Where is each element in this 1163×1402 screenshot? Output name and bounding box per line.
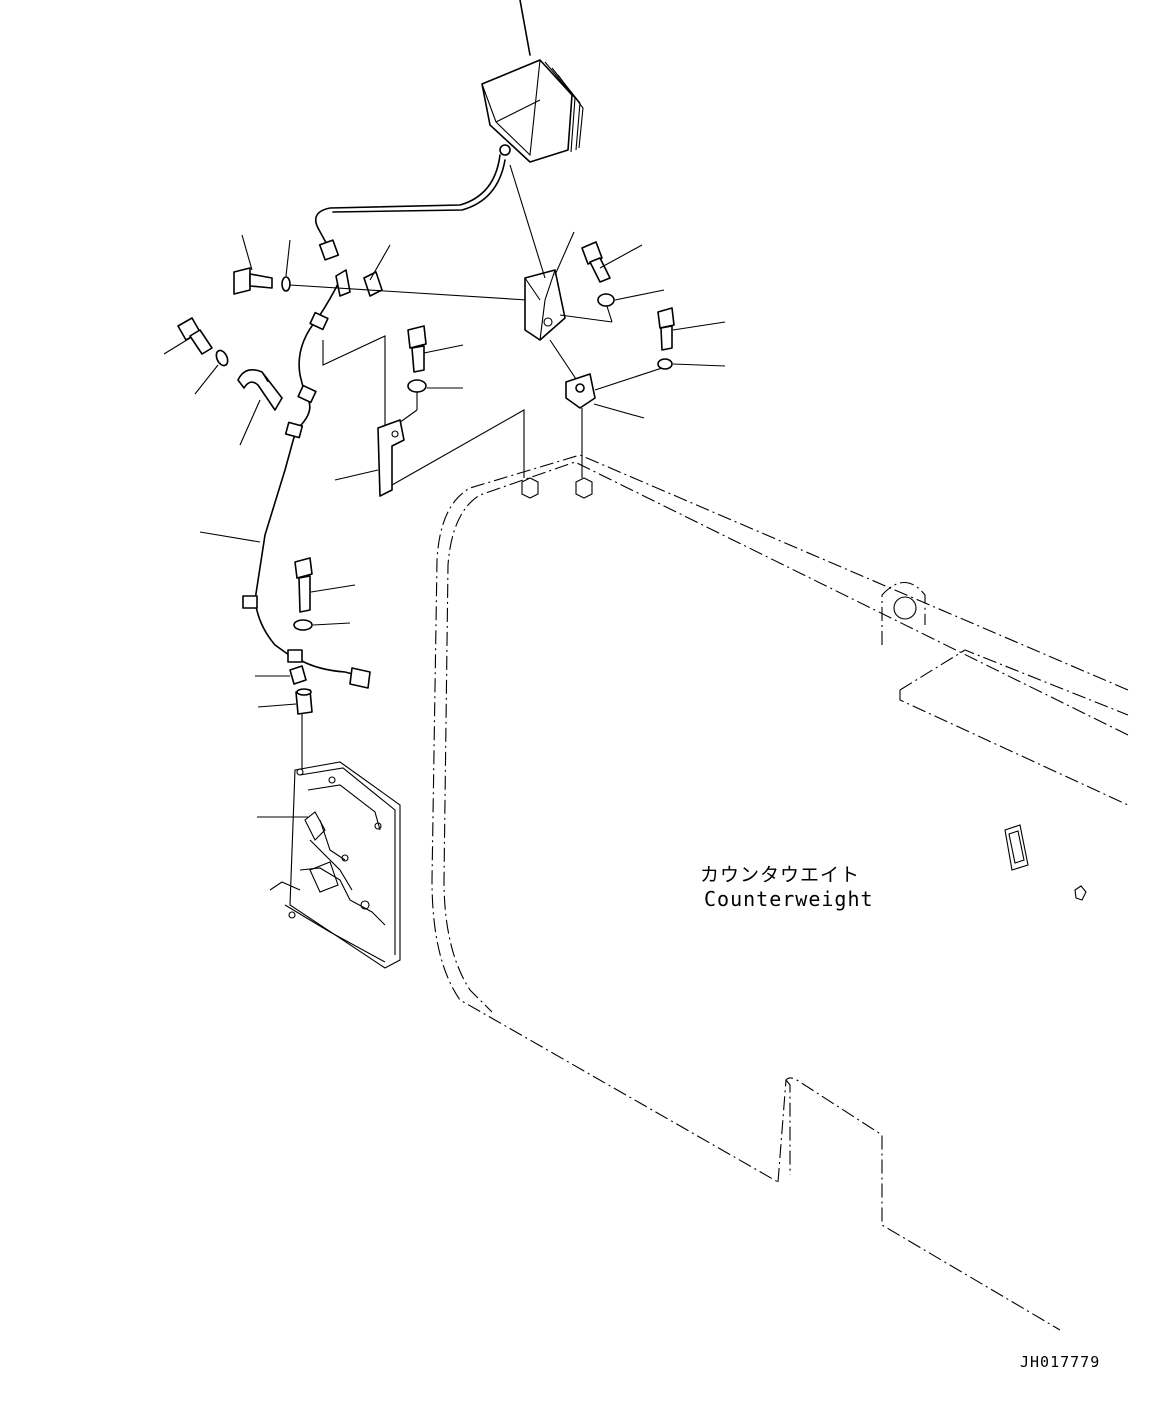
harness-clip-left [237,369,283,411]
bolt-upper-left [233,267,528,301]
drawing-number: JH017779 [1020,1353,1101,1371]
bolt-lower [289,557,313,770]
lower-bracket-assembly [269,761,401,969]
weld-nuts [521,477,593,499]
bolt-center [391,325,427,429]
bolt-left-angled [177,317,229,367]
bolt-right-vertical [594,307,675,391]
counterweight-label-en: Counterweight [704,887,874,911]
leader-lines [163,231,726,818]
small-bracket-right [565,373,596,478]
work-lamp [481,0,584,163]
lamp-bracket [509,164,613,383]
bolt-right-angled [581,241,615,307]
counterweight-outline [431,454,1129,1331]
counterweight-label-jp: カウンタウエイト [700,864,861,886]
wiring-harness [242,154,506,689]
connector-clamp [335,269,383,297]
bracket-center [322,335,525,497]
